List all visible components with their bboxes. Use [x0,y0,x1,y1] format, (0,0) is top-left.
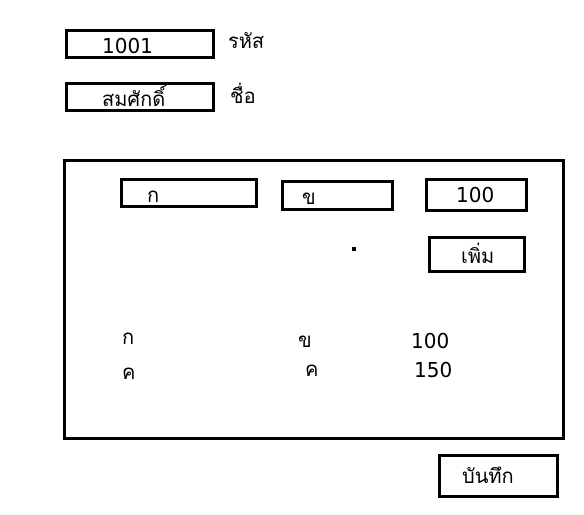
row-2-col-1: ค [122,360,136,384]
entry-panel [63,159,565,440]
dot-mark [352,247,356,251]
id-field[interactable]: 1001 [65,29,215,59]
id-label: รหัส [228,29,265,53]
id-value: 1001 [102,34,153,58]
row-1-col-1: ก [122,325,135,349]
item-field-3[interactable]: 100 [425,178,528,212]
row-1-col-2: ข [298,328,312,352]
row-1-col-3: 100 [411,329,450,353]
save-button-label: บันทึก [462,464,514,488]
add-button[interactable]: เพิ่ม [428,236,526,273]
item-field-1-value: ก [147,183,160,207]
row-2-col-2: ค [305,357,319,381]
item-field-2[interactable]: ข [281,180,394,211]
save-button[interactable]: บันทึก [438,454,559,498]
add-button-label: เพิ่ม [461,244,495,268]
name-field[interactable]: สมศักดิ์ [65,82,215,112]
item-field-2-value: ข [302,185,316,209]
name-label: ชื่อ [230,84,256,108]
item-field-3-value: 100 [456,183,495,207]
item-field-1[interactable]: ก [120,178,258,208]
name-value: สมศักดิ์ [102,87,166,111]
row-2-col-3: 150 [414,358,453,382]
